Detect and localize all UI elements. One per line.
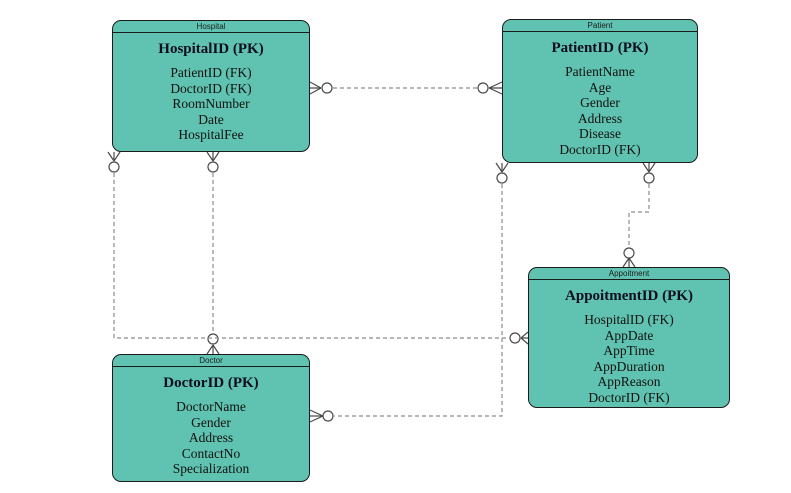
connector-line (113, 173, 509, 339)
entity-body: HospitalID (PK) PatientID (FK) DoctorID … (113, 33, 309, 143)
zero-or-many-icon (107, 151, 121, 173)
attribute-field: Date (198, 111, 224, 127)
attribute-field: AppReason (597, 374, 661, 389)
zero-or-many-icon (206, 151, 220, 173)
entity-patient[interactable]: Patient PatientID (PK) PatientName Age G… (502, 19, 698, 163)
connector-hospital-patient[interactable] (309, 81, 503, 95)
zero-or-many-icon (509, 331, 529, 345)
zero-or-many-icon (495, 162, 509, 184)
entity-body: PatientID (PK) PatientName Age Gender Ad… (503, 32, 697, 157)
connector-hospital-doctor[interactable] (206, 151, 220, 355)
entity-hospital[interactable]: Hospital HospitalID (PK) PatientID (FK) … (112, 20, 310, 152)
entity-body: DoctorID (PK) DoctorName Gender Address … (113, 367, 309, 477)
connector-patient-appointment[interactable] (622, 162, 656, 268)
attribute-field: Disease (579, 126, 621, 141)
attribute-field: PatientID (FK) (170, 65, 252, 80)
zero-or-many-icon (622, 247, 636, 268)
attribute-field: DoctorID (FK) (559, 141, 641, 157)
attribute-field: DoctorID (FK) (588, 389, 670, 405)
attribute-field: DoctorID (FK) (170, 80, 252, 96)
attribute-field: Address (577, 110, 623, 126)
attribute-field: Age (588, 79, 612, 95)
entity-doctor[interactable]: Doctor DoctorID (PK) DoctorName Gender A… (112, 354, 310, 482)
entity-title: Doctor (113, 355, 309, 367)
attribute-field: Specialization (172, 461, 250, 476)
connector-line (334, 184, 503, 417)
entity-appointment[interactable]: Appoitment AppoitmentID (PK) HospitalID … (528, 267, 730, 408)
zero-or-many-icon (642, 162, 656, 184)
attribute-field: PatientName (565, 64, 635, 79)
entity-title: Patient (503, 20, 697, 32)
attribute-field: Gender (580, 95, 620, 110)
zero-or-many-icon (206, 333, 220, 355)
entity-body: AppoitmentID (PK) HospitalID (FK) AppDat… (529, 280, 729, 405)
connector-line (628, 184, 650, 247)
entity-title: Hospital (113, 21, 309, 33)
primary-key-field: AppoitmentID (PK) (565, 288, 693, 304)
attribute-field: HospitalFee (178, 127, 244, 142)
attribute-field: Address (188, 430, 234, 445)
primary-key-field: HospitalID (PK) (158, 41, 264, 57)
attribute-field: DoctorName (176, 399, 246, 414)
entity-title: Appoitment (529, 268, 729, 280)
attribute-field: HospitalID (FK) (584, 312, 674, 327)
primary-key-field: DoctorID (PK) (163, 375, 259, 391)
attribute-field: RoomNumber (172, 96, 250, 111)
zero-or-many-icon (309, 81, 333, 95)
connector-patient-doctor[interactable] (309, 162, 509, 423)
primary-key-field: PatientID (PK) (551, 40, 649, 56)
attribute-field: Gender (191, 414, 231, 430)
zero-or-many-icon (477, 81, 503, 95)
attribute-field: AppDate (604, 327, 654, 343)
attribute-field: AppTime (603, 343, 655, 358)
connector-hospital-appointment[interactable] (107, 151, 529, 345)
zero-or-many-icon (309, 409, 334, 423)
attribute-field: AppDuration (593, 358, 665, 374)
attribute-field: ContactNo (181, 445, 241, 461)
